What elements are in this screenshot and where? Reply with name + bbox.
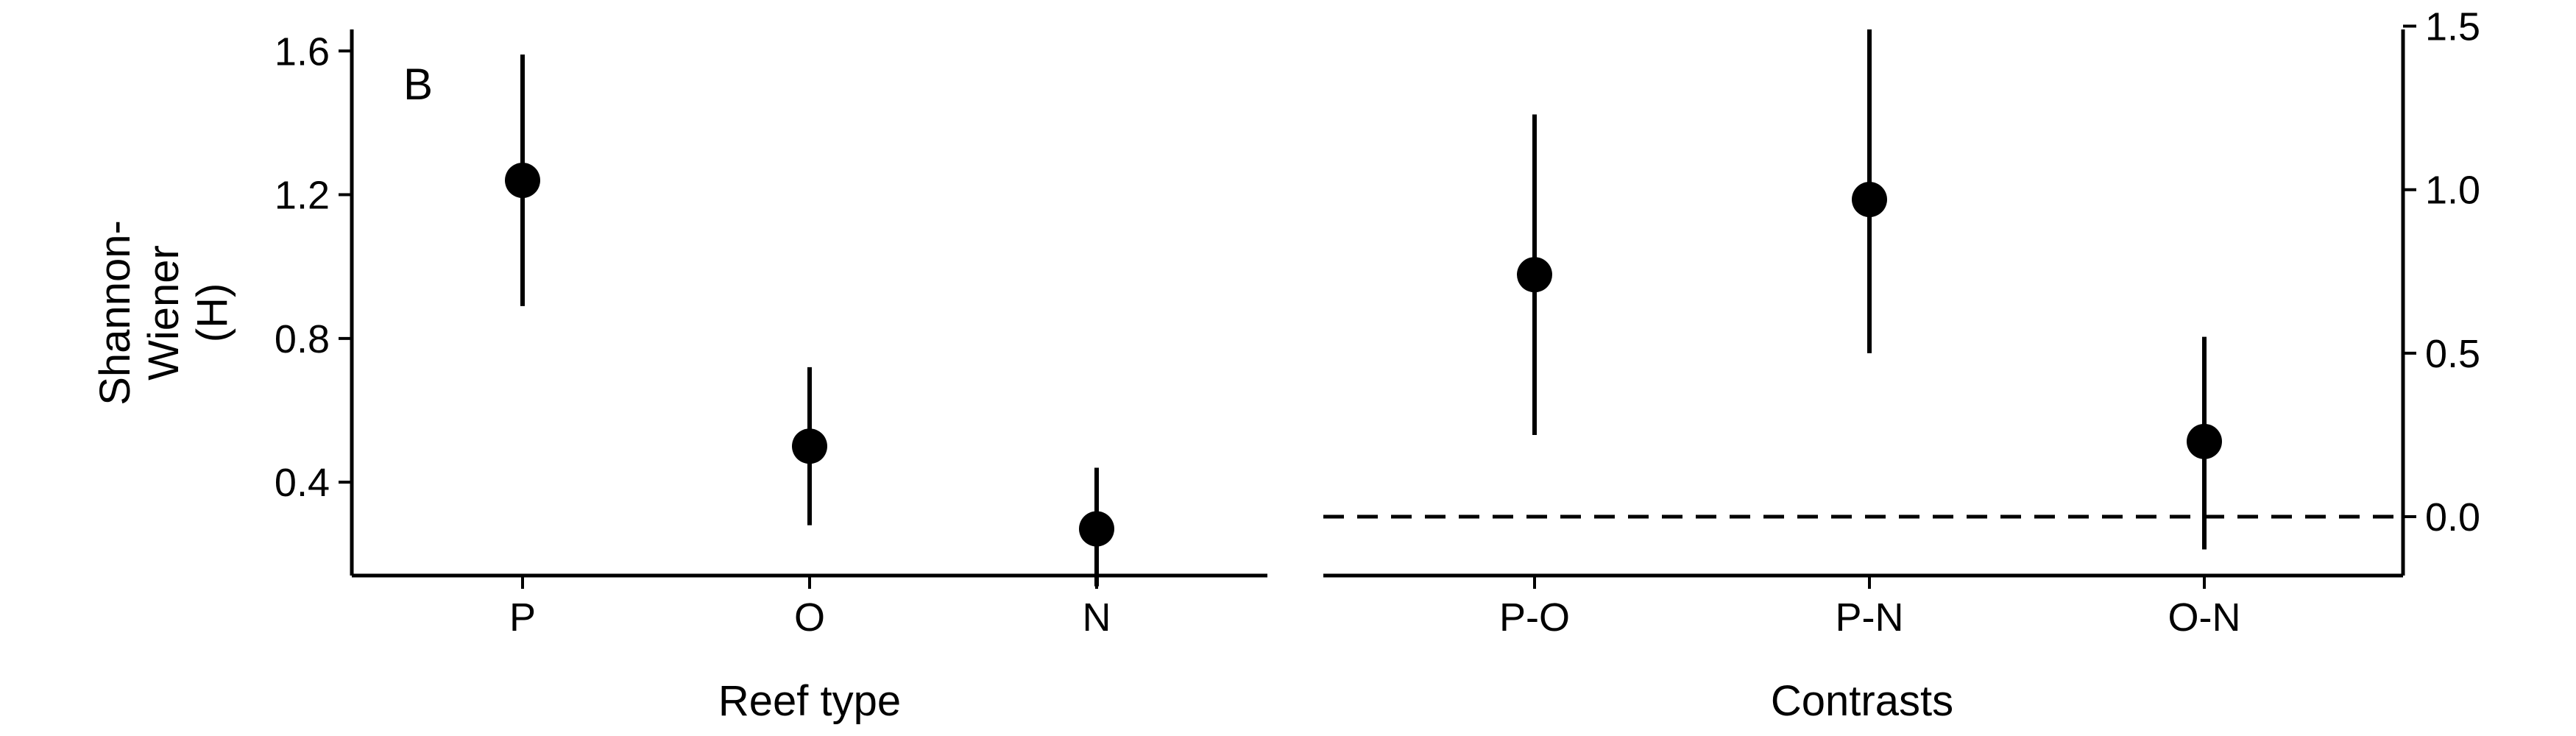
- contrasts-y-tick-label: 0.0: [2425, 495, 2480, 539]
- y-axis-title-line-3: (H): [188, 283, 236, 343]
- contrasts-data-point: [1517, 257, 1552, 293]
- reef-type-plot-area: 0.4 0.8 1.2 1.6P O N: [275, 29, 1267, 640]
- reef-type-x-tick-label: O: [794, 595, 825, 640]
- contrasts-data-point: [2187, 423, 2222, 459]
- y-axis-title-line-1: Shannon-: [91, 220, 139, 406]
- reef-type-data-point: [792, 428, 827, 464]
- reef-type-y-tick-label: 0.8: [275, 317, 330, 361]
- contrasts-y-tick-label: 0.5: [2425, 332, 2480, 376]
- contrasts-y-tick-label: 1.5: [2425, 5, 2480, 49]
- contrasts-x-tick-label: O-N: [2168, 595, 2241, 640]
- reef-type-y-axis-title: Shannon- Wiener (H): [91, 220, 236, 406]
- y-axis-title-line-2: Wiener: [140, 245, 188, 381]
- contrasts-x-tick-label: P-O: [1499, 595, 1570, 640]
- reef-type-y-tick-label: 0.4: [275, 461, 330, 505]
- reef-type-x-tick-label: N: [1083, 595, 1111, 640]
- reef-type-panel: Shannon- Wiener (H) 0.4 0.8 1.2 1.6P O N Reef…: [91, 29, 1267, 725]
- reef-type-y-tick-label: 1.2: [275, 174, 330, 218]
- contrasts-x-axis-title: Contrasts: [1771, 677, 1953, 725]
- contrasts-y-tick-label: 1.0: [2425, 169, 2480, 213]
- reef-type-y-tick-label: 1.6: [275, 29, 330, 74]
- contrasts-plot-area: 0.0 0.5 1.0 1.5P-O P-N O-N: [1323, 5, 2480, 640]
- reef-type-x-tick-label: P: [509, 595, 536, 640]
- reef-type-data-point: [505, 163, 540, 199]
- reef-type-x-axis-title: Reef type: [718, 677, 901, 725]
- panel-letter: B: [403, 60, 433, 109]
- contrasts-data-point: [1852, 182, 1887, 218]
- reef-type-data-point: [1079, 511, 1114, 547]
- contrasts-panel: 0.0 0.5 1.0 1.5P-O P-N O-N Contrasts: [1323, 5, 2480, 725]
- contrasts-x-tick-label: P-N: [1836, 595, 1904, 640]
